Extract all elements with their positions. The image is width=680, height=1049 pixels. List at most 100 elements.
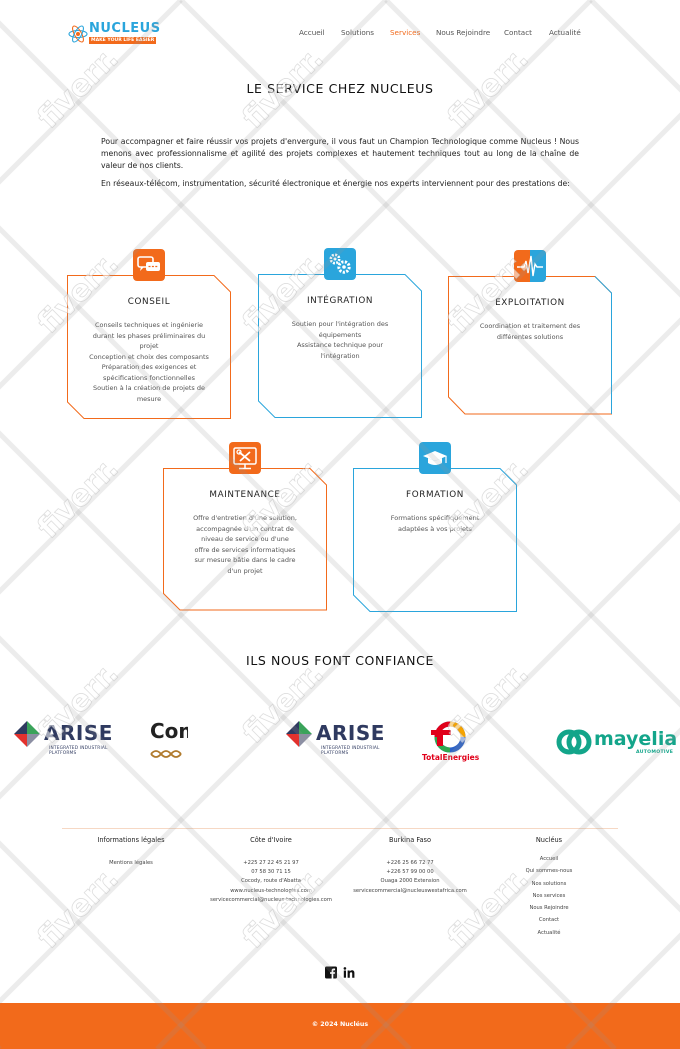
footer-col-title: Informations légales [97,836,165,844]
card-frame [448,276,612,415]
arise-mark-icon [14,721,40,747]
watermark-line [589,0,680,93]
service-card-integration: INTÉGRATION Soutien pour l'intégration d… [258,248,422,419]
graduation-cap-icon [419,442,451,474]
footer-link-mentions-legales[interactable]: Mentions légales [109,860,153,866]
card-line: l'intégration [320,351,360,360]
footer-link-contact[interactable]: Contact [538,917,560,924]
footer-link-qui-sommes-nous[interactable]: Qui sommes-nous [525,868,573,875]
card-description: Offre d'entretien d'une solution, accomp… [179,513,311,576]
card-line: Formations spécifiquement [390,514,480,522]
nav-accueil[interactable]: Accueil [299,28,325,37]
card-line: Coordination et traitement des [479,322,581,330]
totalenergies-wordmark: TotalEnergies [422,753,480,762]
partner-logo-arise-2[interactable]: ARISE INTEGRATED INDUSTRIAL PLATFORMS [286,712,386,772]
footer-col-cote-ivoire: Côte d'Ivoire +225 27 22 45 21 97 07 58 … [196,836,346,905]
arise-wordmark: ARISE [316,721,385,745]
nav-solutions[interactable]: Solutions [341,28,375,37]
arise-wordmark: ARISE [44,721,113,745]
footer-address: Cocody, route d'Abatta [241,878,301,885]
footer-phone: 07 58 30 71 15 [251,869,291,876]
arise-subtitle-1: INTEGRATED INDUSTRIAL [49,746,108,751]
footer-link-nos-services[interactable]: Nos services [532,892,566,899]
service-card-conseil: CONSEIL Conseils techniques et ingénieri… [67,249,231,420]
card-line: offre de services informatiques [194,545,296,554]
totalenergies-mark-icon [431,721,466,753]
social-links [325,966,357,980]
card-description: Conseils techniques et ingénierie durant… [83,320,215,404]
arise-mark-icon [286,721,312,747]
card-line: accompagnée d'un contrat de [196,524,294,533]
footer-col-title: Nucléus [535,836,563,844]
facebook-icon[interactable] [325,966,337,979]
card-line: durant les phases préliminaires du [92,331,206,340]
partner-logos: ARISE INTEGRATED INDUSTRIAL PLATFORMS Co… [0,712,680,772]
footer-email-link[interactable]: servicecommercial@nucleus-technologies.c… [210,896,332,903]
linkedin-icon[interactable] [343,966,355,979]
partner-logo-mayelia[interactable]: mayelia AUTOMOTIVE [556,712,677,772]
footer-link-nos-solutions[interactable]: Nos solutions [531,880,567,887]
card-line: Conseils techniques et ingénierie [94,321,203,329]
card-line: Conception et choix des composants [89,352,209,361]
partner-logo-arise[interactable]: ARISE INTEGRATED INDUSTRIAL PLATFORMS [14,712,114,772]
card-description: Soutien pour l'intégration des équipemen… [274,319,406,361]
mayelia-subtitle: AUTOMOTIVE [636,750,674,755]
partners-heading: ILS NOUS FONT CONFIANCE [246,653,434,668]
partner-logo-com[interactable]: Com [150,712,188,772]
card-line: sur mesure bâtie dans le cadre [194,556,296,564]
card-line: Préparation des exigences et [101,363,197,371]
footer-website-link[interactable]: www.nucleus-technologies.com [230,887,312,894]
brand-logo[interactable]: NUCLEUS MAKE YOUR LIFE EASIER [68,21,161,46]
footer-link-nous-rejoindre[interactable]: Nous Rejoindre [529,905,569,912]
atom-logo-icon [68,25,88,43]
card-line: Offre d'entretien d'une solution, [193,514,297,522]
service-card-exploitation: EXPLOITATION Coordination et traitement … [448,250,612,421]
footer-bottom-bar: © 2024 Nucléus [0,1003,680,1049]
site-header: NUCLEUS MAKE YOUR LIFE EASIER Accueil So… [0,0,680,70]
card-line: différentes solutions [496,332,564,341]
card-line: adaptées à vos projets [398,524,472,533]
card-line: niveau de service ou d'une [201,535,289,543]
watermark-stamp: fiverr. [31,861,126,956]
tools-icon [229,442,261,474]
service-card-formation: FORMATION Formations spécifiquement adap… [353,442,517,613]
brand-tagline: MAKE YOUR LIFE EASIER [89,37,157,44]
brand-name: NUCLEUS [89,21,161,36]
card-description: Formations spécifiquement adaptées à vos… [369,513,501,534]
footer-address: Ouaga 2000 Extension [380,878,440,885]
card-description: Coordination et traitement des différent… [464,321,596,342]
chat-bubbles-icon [133,249,165,281]
footer-phone: +226 57 99 00 00 [386,869,434,876]
card-line: d'un projet [227,566,263,575]
partner-logo-totalenergies[interactable]: TotalEnergies [420,712,482,772]
nav-contact[interactable]: Contact [504,28,532,37]
watermark-stamp: fiverr. [31,451,126,546]
copyright-text: © 2024 Nucléus [311,1021,369,1028]
rope-knot-icon [150,750,182,758]
footer-link-actualite[interactable]: Actualité [537,929,561,936]
footer-email-link[interactable]: servicecommercial@nucleuswestafrica.com [353,887,467,894]
footer-col-title: Burkina Faso [388,836,432,844]
card-frame [163,468,327,611]
mayelia-mark-icon [556,729,592,755]
nav-services[interactable]: Services [390,28,421,37]
card-line: Soutien à la création de projets de [92,384,206,392]
nav-actualite[interactable]: Actualité [549,28,581,37]
card-line: projet [139,342,159,350]
card-frame [353,468,517,612]
card-line: spécifications fonctionnelles [103,373,195,382]
intro-paragraph-1: Pour accompagner et faire réussir vos pr… [101,137,579,170]
footer-col-title: Côte d'Ivoire [250,836,292,844]
card-title: MAINTENANCE [209,490,281,500]
card-title: INTÉGRATION [306,296,374,306]
gears-icon [324,248,356,280]
services-heading: LE SERVICE CHEZ NUCLEUS [246,81,434,96]
arise-subtitle-2: PLATFORMS [49,751,77,756]
footer-col-nucleus: Nucléus Accueil Qui sommes-nous Nos solu… [509,836,589,939]
card-line: mesure [136,394,162,403]
arise-subtitle-1: INTEGRATED INDUSTRIAL [321,746,380,751]
nav-nous-rejoindre[interactable]: Nous Rejoindre [436,28,491,37]
footer-link-accueil[interactable]: Accueil [539,856,559,862]
card-line: Soutien pour l'intégration des [291,320,389,328]
footer-col-burkina: Burkina Faso +226 25 66 72 77 +226 57 99… [335,836,485,896]
